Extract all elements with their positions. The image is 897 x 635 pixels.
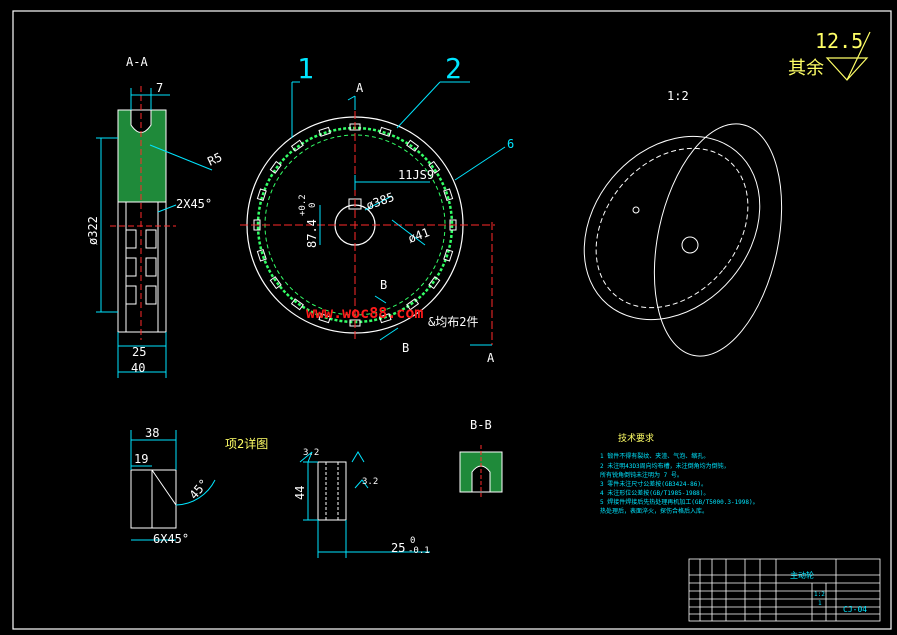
title-part-name: 主动轮 [790,570,814,580]
detail2-ra: 3.2 [362,477,378,487]
rim-tooth [269,160,282,174]
tech-note-line-4: 3 零件未注尺寸公差按(GB3424-86)。 [600,480,707,488]
dim-bore-tol-lower: 0 [308,203,318,208]
rim-tooth [290,139,304,152]
surface-finish-value: 12.5 [815,29,863,53]
rim-tooth [256,248,267,262]
rim-tooth [378,313,392,324]
rim-tooth [428,276,441,290]
rim-tooth [406,139,420,152]
detail-dim-6x45: 6X45° [153,532,189,546]
balloon-1: 1 [297,52,314,85]
rim-tooth [290,298,304,311]
isometric-view: 1:2 [583,89,783,357]
dim-width-inner: 25 [132,345,146,359]
dim-radius: R5 [205,150,224,169]
cut-a-top: A [356,81,364,95]
title-scale: 1:2 [814,591,825,598]
detail-dim-45: 45° [187,476,212,502]
dim-slot-width: 7 [156,81,163,95]
dim-keyway: 11JS9 [398,168,434,182]
rim-tooth [406,298,420,311]
rim-tooth [256,188,267,202]
title-drawing-no: CJ-04 [843,605,867,614]
detail-view-2: 项2详图 44 25 0 -0.1 3.2 3.2 [225,436,430,558]
detail2-ra-top-left: 3.2 [303,448,319,458]
dim-dia-385: ø385 [364,190,396,213]
title-sheet: 1 [818,600,822,607]
rim-tooth [318,126,332,137]
front-view: 1 2 6 A A B B 11JS9 87.4 +0.2 0 ø385 ø41… [240,52,514,365]
rim-tooth [269,276,282,290]
detail-dim-19: 19 [134,452,148,466]
detail-dim-38: 38 [145,426,159,440]
cut-b-bottom: B [402,341,409,355]
rim-tooth [318,313,332,324]
balloon-6: 6 [507,137,514,151]
dim-chamfer: 2X45° [176,197,212,211]
surface-finish-text: 其余 [788,58,824,79]
iso-view-label: 1:2 [667,89,689,103]
detail-view-1: 38 19 6X45° 45° [130,426,216,546]
tech-notes-title: 技术要求 [618,432,654,444]
sheet-border [12,10,892,630]
tech-note-line-5: 4 未注形位公差按(GB/T1985-1988)。 [600,489,709,497]
rim-tooth [443,188,454,202]
dim-count-note: &均布2件 [428,315,478,329]
dim-bore-tol-upper: +0.2 [298,194,308,216]
tech-note-line-3: 所有锐角倒钝未注明为 7 号。 [600,471,683,479]
detail-label: 项2详图 [225,436,268,451]
watermark: www.woc88.com [306,304,423,322]
tech-note-line-6: 5 焊接件焊接后先热处理再机加工(GB/T5000.3-1998)。 [600,498,759,506]
balloon-2: 2 [445,52,462,85]
dim-dia-41: ø41 [406,225,431,246]
title-block: 主动轮 1:2 1 CJ-04 [688,558,881,622]
detail2-dim-44: 44 [293,486,307,500]
detail2-dim-25: 25 [391,541,405,555]
section-b-b-label: B-B [470,418,492,432]
surface-finish-mark: 其余 12.5 [788,29,871,81]
rim-tooth [378,126,392,137]
tech-note-line-7: 热处理后，表面淬火，探伤合格后入库。 [600,507,708,515]
tech-note-line-1: 1 锻件不得有裂纹、夹渣、气泡、缩孔。 [600,452,709,460]
tech-note-line-2: 2 未注明43D3周向均布槽，未注倒角均为倒钝， [600,462,730,470]
cut-a-bottom: A [487,351,495,365]
rim-tooth [443,248,454,262]
cut-b-top: B [380,278,387,292]
section-a-a-view: A-A [86,55,224,378]
section-b-b-view: B-B [459,418,503,498]
detail2-dim-25-tol-upper: 0 [410,536,415,546]
rim-tooth [428,160,441,174]
dim-bore: 87.4 [305,219,319,248]
dim-width-outer: 40 [131,361,145,375]
technical-notes: 技术要求 1 锻件不得有裂纹、夹渣、气泡、缩孔。 2 未注明43D3周向均布槽，… [600,432,759,515]
section-a-a-label: A-A [126,55,148,69]
detail2-dim-25-tol-lower: -0.1 [408,546,430,556]
dim-diameter-main: ø322 [86,216,100,245]
